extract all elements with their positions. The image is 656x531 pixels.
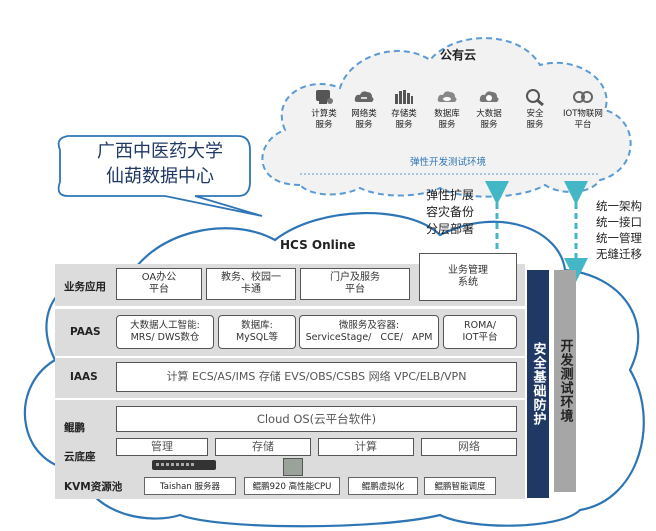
chip-taishan: Taishan 服务器 [144, 477, 236, 495]
link-text-iface: 统一接口 [596, 215, 642, 229]
storage-icon [393, 88, 415, 106]
service-label: 网络类 服务 [351, 109, 377, 130]
paas-roma: ROMA/ IOT平台 [443, 315, 517, 349]
row-label-paas: PAAS [70, 326, 101, 338]
service-label: 大数据 服务 [476, 109, 502, 130]
service-label: 计算类 服务 [311, 109, 337, 130]
service-iot: IOT物联网 平台 [560, 88, 606, 130]
link-text-mgmt: 统一管理 [596, 231, 642, 245]
paas-db: 数据库: MySQL等 [218, 315, 296, 349]
database-icon [436, 88, 458, 106]
row-label-app: 业务应用 [64, 281, 106, 293]
row-label-kvm: KVM资源池 [64, 481, 123, 493]
module-mgmt: 管理 [116, 438, 208, 456]
compute-icon [313, 88, 335, 106]
service-bigdata: 大数据 服务 [466, 88, 512, 130]
service-storage: 存储类 服务 [381, 88, 427, 130]
cloud-os: Cloud OS(云平台软件) [116, 406, 517, 432]
app-oa: OA办公 平台 [116, 268, 202, 300]
paas-microservice: 微服务及容器: ServiceStage/ CCE/ APM [299, 315, 439, 349]
cpu-chip-icon [283, 458, 303, 476]
devtest-bar: 开发测试环境 [554, 270, 576, 492]
app-portal: 门户及服务 平台 [300, 268, 410, 300]
link-text-arch: 统一架构 [596, 199, 642, 213]
service-label: 存储类 服务 [391, 109, 417, 130]
row-label-base: 云底座 [64, 451, 96, 463]
service-label: IOT物联网 平台 [563, 109, 603, 130]
public-cloud-title: 公有云 [440, 48, 477, 62]
link-text-elastic: 弹性扩展 [426, 188, 475, 202]
chip-scheduling: 鲲鹏智能调度 [424, 477, 496, 495]
callout-line-2: 仙葫数据中心 [106, 166, 214, 187]
row-label-kunpeng: 鲲鹏 [64, 422, 85, 434]
callout-line-1: 广西中医药大学 [97, 141, 223, 162]
app-biz: 业务管理 系统 [419, 253, 517, 301]
link-text-migrate: 无缝迁移 [596, 247, 642, 261]
link-text-dr: 容灾备份 [426, 205, 475, 219]
hcs-title: HCS Online [280, 238, 356, 252]
module-compute: 计算 [318, 438, 414, 456]
service-label: 数据库 服务 [434, 109, 460, 130]
service-compute: 计算类 服务 [301, 88, 347, 130]
link-text-tier: 分层部署 [426, 222, 475, 236]
service-database: 数据库 服务 [424, 88, 470, 130]
service-security: 安全 服务 [512, 88, 558, 130]
public-cloud-outline [261, 37, 632, 198]
security-icon [524, 88, 546, 107]
iot-icon [572, 88, 594, 106]
app-edu: 教务、校园一 卡通 [206, 268, 296, 300]
iaas-services: 计算 ECS/AS/IMS 存储 EVS/OBS/CSBS 网络 VPC/ELB… [116, 362, 517, 392]
elastic-env-label: 弹性开发测试环境 [410, 157, 487, 168]
chip-cpu: 鲲鹏920 高性能CPU [244, 477, 340, 495]
module-storage: 存储 [215, 438, 311, 456]
row-label-iaas: IAAS [70, 371, 98, 383]
service-network: 网络类 服务 [341, 88, 387, 130]
module-network: 网络 [421, 438, 517, 456]
security-bar: 安全基础防护 [527, 270, 549, 498]
network-icon [353, 88, 375, 106]
paas-bigdata: 大数据人工智能: MRS/ DWS数仓 [116, 315, 214, 349]
server-rack-icon [152, 460, 216, 470]
bigdata-icon [478, 88, 500, 106]
service-label: 安全 服务 [526, 109, 544, 130]
callout-bubble [57, 135, 263, 217]
chip-virtualization: 鲲鹏虚拟化 [348, 477, 418, 495]
